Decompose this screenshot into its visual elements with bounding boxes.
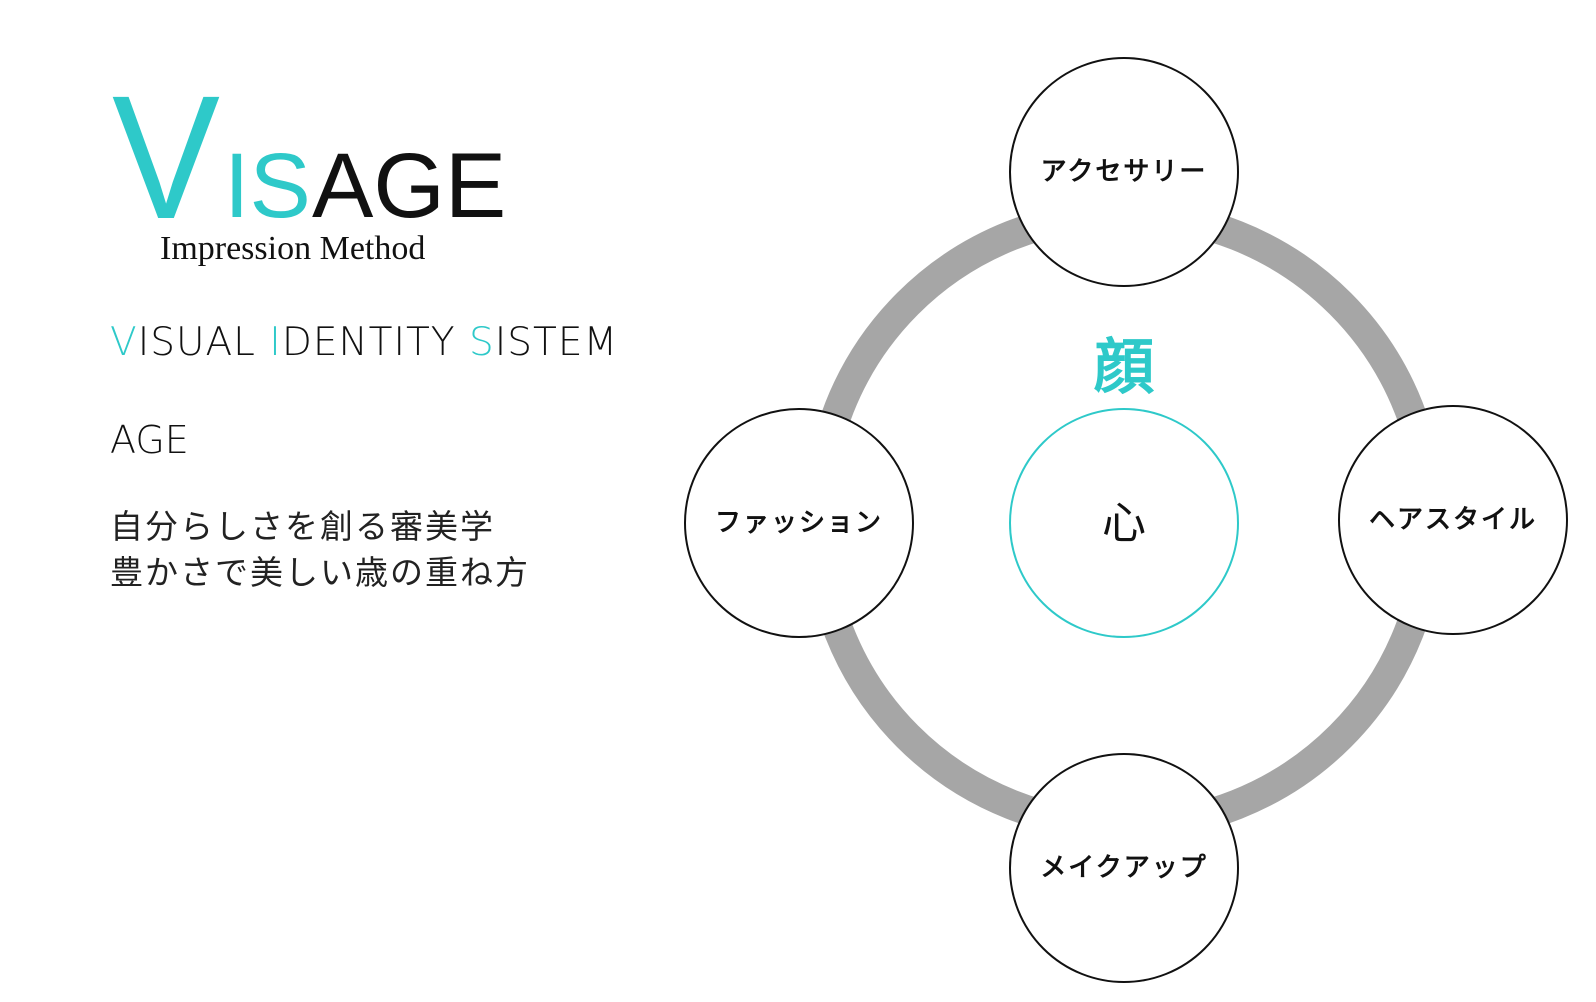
acronym-word-identity: DENTITY: [281, 320, 470, 365]
logo-letters-is: IS: [224, 135, 311, 237]
acronym-initial-v: V: [110, 320, 138, 365]
node-top-label: アクセサリー: [1041, 157, 1208, 187]
logo-letter-v: V: [112, 60, 220, 256]
center-title-face: 顔: [1094, 333, 1155, 403]
age-label: AGE: [110, 418, 189, 462]
node-right-label: ヘアスタイル: [1369, 505, 1537, 535]
node-right: ヘアスタイル: [1338, 405, 1568, 635]
node-top: アクセサリー: [1009, 57, 1239, 287]
node-bottom-circle: [1009, 753, 1239, 983]
center-label-heart: 心: [1102, 498, 1146, 549]
acronym-line: VISUAL IDENTITY SISTEM: [110, 320, 618, 365]
tagline-line-1: 自分らしさを創る審美学: [110, 507, 495, 546]
acronym-word-visual: ISUAL: [137, 320, 270, 365]
node-left-circle: [684, 408, 914, 638]
acronym-initial-s: S: [469, 320, 495, 365]
node-top-circle: [1009, 57, 1239, 287]
acronym-initial-i: I: [269, 320, 282, 365]
acronym-word-sistem: ISTEM: [494, 320, 619, 365]
node-left-label: ファッション: [715, 508, 883, 538]
tagline: 自分らしさを創る審美学 豊かさで美しい歳の重ね方: [110, 504, 530, 596]
logo-letters-age: AGE: [312, 135, 507, 237]
node-bottom: メイクアップ: [1009, 753, 1239, 983]
tagline-line-2: 豊かさで美しい歳の重ね方: [110, 553, 530, 592]
center-circle: [1009, 408, 1239, 638]
visage-logo: V IS AGE Impression Method: [112, 60, 532, 290]
node-bottom-label: メイクアップ: [1040, 853, 1207, 883]
node-left: ファッション: [684, 408, 914, 638]
node-right-circle: [1338, 405, 1568, 635]
logo-subtitle: Impression Method: [160, 230, 426, 267]
